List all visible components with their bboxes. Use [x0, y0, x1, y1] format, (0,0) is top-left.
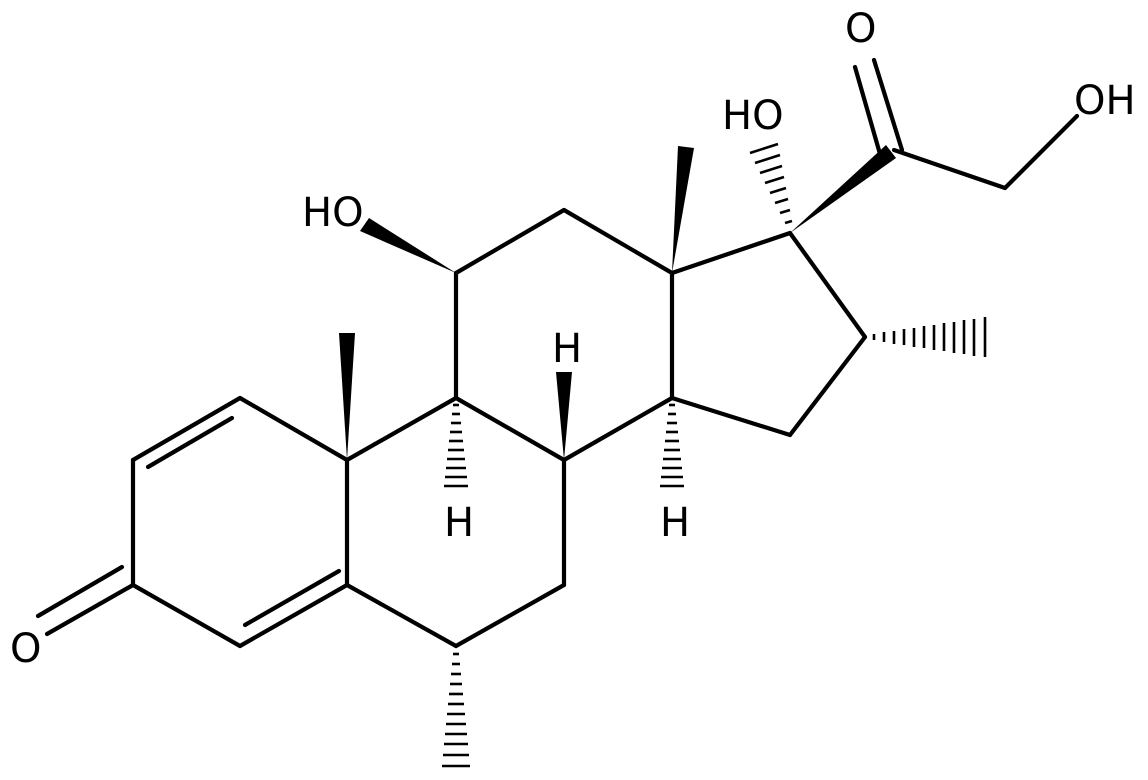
hash-c9-h	[444, 403, 468, 488]
bond-c1-c2-double	[145, 415, 235, 470]
label-ho-c11: HO	[302, 190, 364, 236]
bond-c12-c13	[561, 207, 675, 276]
bond-c1-c2	[130, 395, 243, 463]
ring-b	[344, 395, 567, 649]
ring-d	[669, 230, 868, 438]
ring-c	[453, 207, 675, 463]
label-h-c9: H	[444, 500, 474, 546]
bond-c4-c5	[237, 582, 350, 649]
bond-c9-c10	[344, 395, 459, 463]
bond-c11-c12	[453, 207, 567, 276]
hash-c17-oh	[749, 142, 793, 225]
wedge-c11-oh	[360, 218, 456, 273]
bond-c15-c14	[669, 395, 793, 438]
bond-c3-c4	[130, 582, 243, 649]
bond-c20-o-b	[852, 64, 883, 157]
side-chain	[852, 57, 1080, 191]
label-oh-c21: OH	[1074, 78, 1136, 124]
bond-c14-c8	[561, 395, 675, 463]
hash-c6-methyl	[442, 652, 470, 768]
hash-bonds	[442, 142, 987, 768]
bond-c16-c15	[787, 334, 868, 438]
atom-labels: O HO HO O OH H H H	[10, 6, 1136, 672]
bond-c3-o-a	[44, 582, 136, 637]
label-ho-c17: HO	[722, 93, 784, 139]
bond-c3-o-b	[35, 564, 125, 619]
hash-c14-h	[660, 403, 684, 488]
label-h-c8: H	[552, 326, 582, 372]
wedge-c8-h	[556, 372, 572, 460]
bond-c8-c9	[453, 395, 567, 463]
wedge-bonds	[339, 145, 896, 460]
bond-c20-o-a	[871, 57, 905, 153]
label-o-c20: O	[845, 6, 876, 52]
wedge-c10-methyl	[339, 333, 355, 460]
hash-c16-methyl	[872, 317, 987, 357]
bond-c4-c5-double	[242, 568, 342, 628]
bond-c6-c7	[453, 582, 567, 649]
bond-c21-o	[1002, 113, 1080, 191]
bond-c13-c17	[669, 230, 793, 276]
wedge-c13-methyl	[672, 146, 694, 273]
bond-c5-c6	[344, 582, 459, 649]
wedge-c17-c20	[790, 145, 896, 233]
label-o-c3: O	[10, 626, 41, 672]
bond-c17-c16	[787, 230, 868, 340]
label-h-c14: H	[660, 500, 690, 546]
ring-a	[35, 395, 350, 649]
bond-c20-c21	[891, 147, 1008, 191]
bond-c10-c1	[237, 395, 350, 463]
